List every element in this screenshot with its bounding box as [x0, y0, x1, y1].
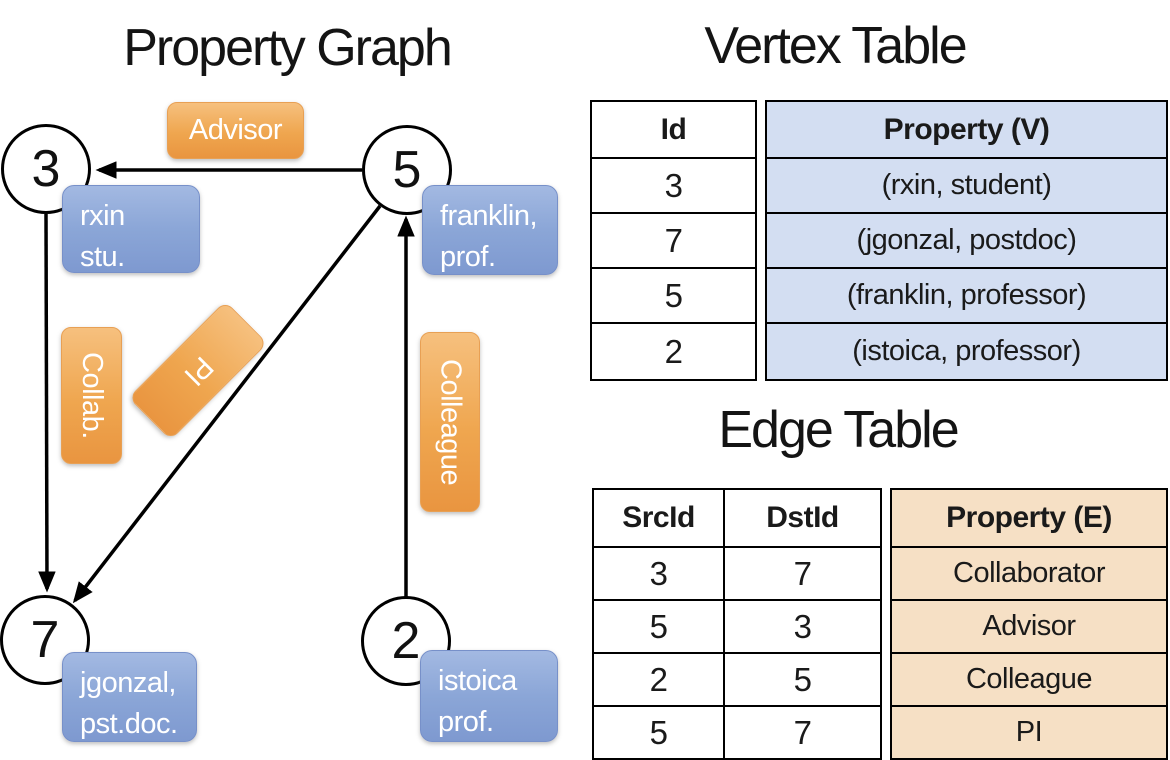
vertex-label-line: istoica: [438, 665, 517, 697]
edge-label-collab: Collab.: [61, 327, 122, 464]
column-header: SrcId: [594, 490, 725, 546]
vertex-label-line: pst.doc.: [80, 708, 178, 741]
edge-table-property-column: Property (E) Collaborator Advisor Collea…: [890, 488, 1168, 760]
vertex-label-jgonzal: jgonzal, pst.doc.: [62, 652, 197, 742]
edge-collab-3-to-7: [38, 213, 56, 593]
table-cell: (jgonzal, postdoc): [767, 212, 1166, 267]
vertex-table-id-column: Id 3 7 5 2: [590, 100, 757, 381]
column-divider: [757, 100, 765, 381]
vertex-label-line: stu.: [80, 241, 125, 274]
table-cell: 3: [592, 157, 755, 212]
edge-pi-5-to-7: [72, 204, 382, 604]
table-cell: 2: [594, 652, 725, 705]
edge-table-title: Edge Table: [718, 401, 959, 459]
table-cell: 7: [725, 705, 880, 758]
edge-label-colleague: Colleague: [420, 332, 480, 512]
vertex-label-istoica: istoica prof.: [420, 650, 558, 742]
column-header: Property (V): [767, 102, 1166, 157]
vertex-label-franklin: franklin, prof.: [422, 185, 558, 275]
table-cell: 3: [594, 546, 725, 599]
edge-table-id-columns: SrcId DstId 3 7 5 3 2 5 5 7: [592, 488, 882, 760]
node-id-label: 3: [31, 140, 61, 198]
table-cell: (rxin, student): [767, 157, 1166, 212]
table-cell: 3: [725, 599, 880, 652]
table-cell: (istoica, professor): [767, 322, 1166, 379]
vertex-table-title: Vertex Table: [704, 17, 967, 75]
property-graph-title: Property Graph: [123, 19, 453, 77]
table-cell: Colleague: [892, 652, 1166, 705]
node-id-label: 5: [392, 141, 422, 199]
table-cell: 5: [592, 267, 755, 322]
table-cell: (franklin, professor): [767, 267, 1166, 322]
vertex-label-line: prof.: [438, 706, 494, 739]
column-header: DstId: [766, 501, 839, 534]
table-cell: Advisor: [892, 599, 1166, 652]
table-cell: 7: [592, 212, 755, 267]
table-cell: 2: [592, 322, 755, 379]
graph-node-3: 3: [1, 124, 91, 214]
vertex-table-property-column: Property (V) (rxin, student) (jgonzal, p…: [765, 100, 1168, 381]
node-id-label: 2: [391, 612, 421, 670]
vertex-label-rxin: rxin stu.: [62, 185, 200, 273]
node-id-label: 7: [30, 611, 60, 669]
vertex-label-line: prof.: [440, 241, 496, 274]
table-cell: 5: [594, 705, 725, 758]
vertex-label-line: franklin,: [440, 200, 538, 232]
column-header: Property (E): [892, 490, 1166, 546]
table-cell: 5: [725, 652, 880, 705]
edge-table: SrcId DstId 3 7 5 3 2 5 5 7 Property (E)…: [592, 488, 1168, 760]
edge-label-advisor: Advisor: [167, 102, 304, 159]
vertex-label-line: rxin: [80, 200, 125, 232]
table-cell: 7: [725, 546, 880, 599]
table-cell: 5: [594, 599, 725, 652]
column-header: Id: [660, 112, 687, 146]
table-cell: Collaborator: [892, 546, 1166, 599]
vertex-label-line: jgonzal,: [80, 667, 176, 699]
column-divider: [882, 488, 890, 760]
table-cell: PI: [892, 705, 1166, 758]
vertex-table: Id 3 7 5 2 Property (V) (rxin, student) …: [590, 100, 1168, 381]
